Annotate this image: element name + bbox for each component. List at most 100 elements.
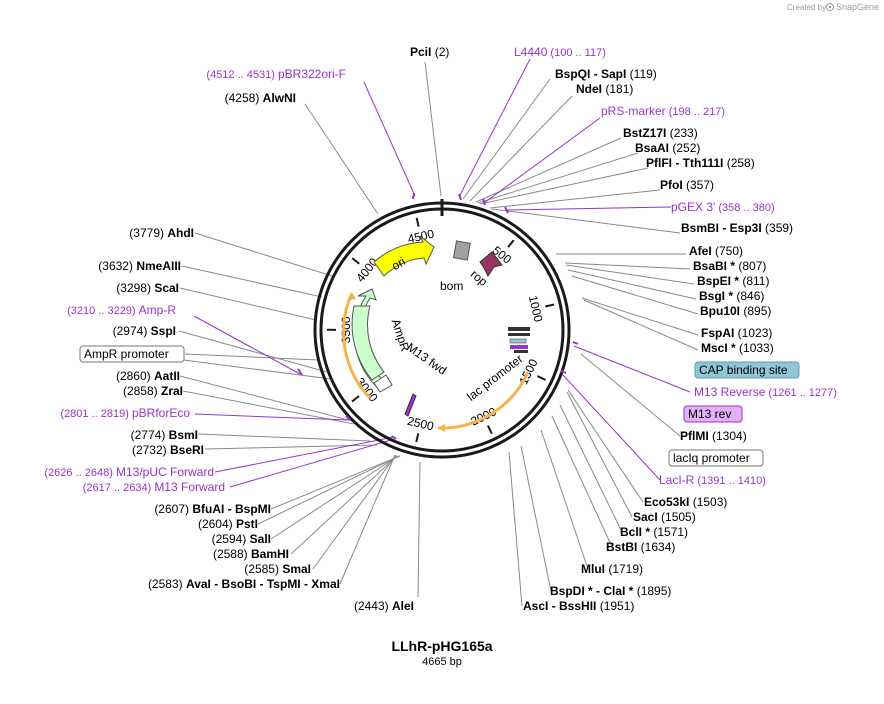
restriction-site-label: Eco53kI (1503)	[644, 495, 727, 509]
site-name: NmeAIII	[136, 259, 181, 273]
credit-text: Created by	[787, 3, 826, 12]
site-position: (258)	[723, 156, 754, 170]
site-name: BsmI	[169, 428, 198, 442]
site-position: (2583)	[148, 577, 186, 591]
site-position: (2)	[431, 45, 449, 59]
m13-rev-label: M13 rev	[688, 407, 731, 421]
site-name: AatII	[154, 369, 180, 383]
ampr-arc-arrowhead	[349, 293, 356, 300]
site-name: PflFI - Tth111I	[646, 156, 723, 170]
tick-mark	[486, 425, 493, 435]
restriction-site-label: (3632) NmeAIII	[98, 259, 181, 273]
restriction-site-label: (2774) BsmI	[131, 428, 198, 442]
site-name: BspEI *	[697, 274, 739, 288]
primer-leader-lines	[193, 58, 691, 488]
site-position: (1719)	[605, 562, 643, 576]
primer-label: pRS-marker (198 .. 217)	[601, 104, 725, 118]
restriction-site-label: BsaAI (252)	[635, 141, 700, 155]
site-position: (359)	[762, 221, 793, 235]
primer-range: (2626 .. 2648)	[44, 467, 116, 479]
primer-name: pBRforEco	[132, 406, 190, 420]
ampr-main-body	[351, 305, 385, 381]
site-position: (2604)	[198, 517, 236, 531]
tick-label: 3500	[339, 316, 353, 343]
m13-fwd-feature	[404, 393, 417, 417]
restriction-site-label: SacI (1505)	[633, 510, 696, 524]
site-position: (1033)	[736, 341, 774, 355]
site-name: NdeI	[576, 82, 602, 96]
restriction-site-label: MscI * (1033)	[701, 341, 774, 355]
bom-label: bom	[440, 279, 463, 293]
site-position: (1304)	[709, 429, 747, 443]
restriction-site-label: (2588) BamHI	[213, 547, 289, 561]
site-position: (2732)	[132, 443, 170, 457]
primer-range: (2617 .. 2634)	[83, 482, 155, 494]
primer-range: (4512 .. 4531)	[206, 69, 278, 81]
restriction-site-label: BsgI * (846)	[699, 289, 764, 303]
primer-label: (4512 .. 4531) pBR322ori-F	[206, 67, 346, 81]
restriction-site-label: PciI (2)	[410, 45, 449, 59]
ampr-promoter-feature	[373, 374, 393, 393]
site-position: (2588)	[213, 547, 251, 561]
site-name: PflMI	[680, 429, 709, 443]
site-position: (252)	[669, 141, 700, 155]
site-name: AlwNI	[263, 91, 296, 105]
site-position: (1571)	[650, 525, 688, 539]
primer-label: M13 Reverse (1261 .. 1277)	[694, 385, 837, 399]
restriction-site-label: (2607) BfuAI - BspMI	[154, 502, 271, 516]
site-position: (1634)	[637, 540, 675, 554]
site-position: (3779)	[129, 226, 167, 240]
site-position: (750)	[712, 244, 743, 258]
ampr-promoter-box	[79, 345, 185, 363]
snapgene-logo-icon	[826, 3, 834, 11]
site-name: BseRI	[170, 443, 204, 457]
primer-label: L4440 (100 .. 117)	[514, 45, 606, 59]
restriction-site-label: BsmBI - Esp3I (359)	[681, 221, 793, 235]
leader-lines	[175, 61, 699, 607]
site-position: (1895)	[633, 584, 671, 598]
site-name: BfuAI - BspMI	[192, 502, 271, 516]
restriction-site-label: (2443) AleI	[354, 599, 414, 613]
site-position: (895)	[740, 304, 771, 318]
primer-label: (2801 .. 2819) pBRforEco	[60, 406, 190, 420]
tick-mark	[537, 375, 547, 381]
ori-label: ori	[389, 254, 408, 273]
restriction-site-label: (2604) PstI	[198, 517, 258, 531]
tick-mark	[545, 303, 555, 308]
primer-labels: L4440 (100 .. 117) (4512 .. 4531) pBR322o…	[44, 45, 837, 494]
site-name: BclI *	[620, 525, 650, 539]
restriction-site-label: BspQI - SapI (119)	[555, 67, 657, 81]
primer-label: (2626 .. 2648) M13/pUC Forward	[44, 465, 214, 479]
tick-mark	[351, 257, 360, 265]
plasmid-length: 4665 bp	[422, 656, 462, 668]
restriction-site-label: (2858) ZraI	[123, 384, 183, 398]
site-name: BspDI * - ClaI *	[550, 584, 634, 598]
site-name: AvaI - BsoBI - TspMI - XmaI	[186, 577, 340, 591]
restriction-site-label: BclI * (1571)	[620, 525, 688, 539]
laciq-promoter-label: lacIq promoter	[673, 451, 750, 465]
site-name: BsmBI - Esp3I	[681, 221, 762, 235]
restriction-site-label: (4258) AlwNI	[225, 91, 296, 105]
site-position: (1505)	[658, 510, 696, 524]
lac-promoter-label: lac promoter	[464, 352, 525, 404]
primer-label: pGEX 3' (358 .. 380)	[671, 200, 775, 214]
site-position: (846)	[733, 289, 764, 303]
site-name: MscI *	[701, 341, 736, 355]
site-name: MluI	[581, 562, 605, 576]
site-name: AfeI	[689, 244, 712, 258]
primer-name: L4440	[514, 45, 548, 59]
restriction-site-label: BsaBI * (807)	[693, 259, 766, 273]
tick-label: 2500	[406, 414, 435, 434]
restriction-site-label: (2583) AvaI - BsoBI - TspMI - XmaI	[148, 577, 340, 591]
restriction-site-label: BstBI (1634)	[606, 540, 675, 554]
site-position: (2443)	[354, 599, 392, 613]
primer-name: M13 Reverse	[694, 385, 766, 399]
site-name: PciI	[410, 45, 431, 59]
site-name: SmaI	[282, 562, 311, 576]
tick-mark	[507, 239, 515, 248]
site-position: (2974)	[113, 324, 151, 338]
site-name: SacI	[633, 510, 658, 524]
site-name: FspAI	[701, 326, 734, 340]
site-name: PfoI	[660, 178, 683, 192]
